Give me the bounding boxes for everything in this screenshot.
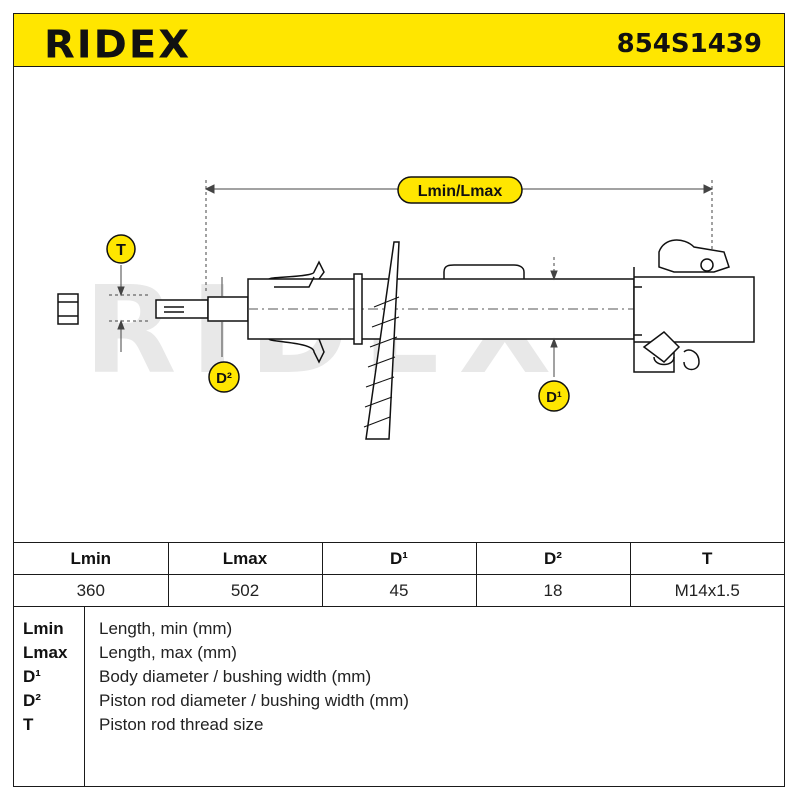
shock-body	[247, 239, 755, 440]
length-label-text: Lmin/Lmax	[418, 183, 503, 200]
legend-desc: Length, max (mm)	[99, 643, 237, 662]
legend-item: T Piston rod thread size	[14, 715, 784, 739]
header-d1: D¹	[321, 542, 477, 575]
part-number: 854S1439	[616, 29, 762, 59]
value-d1: 45	[321, 574, 477, 607]
rod-diameter-label: D²	[208, 361, 240, 393]
thread-dimension	[109, 265, 149, 352]
legend-divider	[84, 606, 85, 786]
body-diameter-dimension	[550, 257, 558, 377]
outer-frame	[13, 13, 785, 787]
spec-table-header: Lmin Lmax D¹ D² T	[14, 542, 784, 575]
shock-absorber-diagram: RIDEX Lmin/Lmax T	[57, 176, 755, 440]
body-diameter-label: D¹	[538, 380, 570, 412]
legend-desc: Length, min (mm)	[99, 619, 233, 638]
header-d2: D²	[475, 542, 631, 575]
legend-desc: Body diameter / bushing width (mm)	[99, 667, 372, 686]
brand-logo: RIDEX	[44, 23, 192, 67]
legend-key: Lmax	[23, 643, 68, 662]
header-t: T	[629, 542, 784, 575]
legend-item: D² Piston rod diameter / bushing width (…	[14, 691, 784, 715]
legend-key: D²	[23, 691, 41, 710]
thread-label: T	[106, 234, 136, 264]
value-d2: 18	[475, 574, 631, 607]
header-lmin: Lmin	[14, 542, 169, 575]
rod-diameter-label-text: D²	[216, 370, 232, 387]
thread-label-text: T	[116, 242, 126, 259]
nut-icon	[57, 293, 79, 325]
spec-table-values: 360 502 45 18 M14x1.5	[14, 574, 784, 607]
legend-key: T	[23, 715, 34, 734]
legend-desc: Piston rod thread size	[99, 715, 264, 734]
header-lmax: Lmax	[167, 542, 323, 575]
legend-desc: Piston rod diameter / bushing width (mm)	[99, 691, 409, 710]
legend-key: Lmin	[23, 619, 64, 638]
legend-item: Lmin Length, min (mm)	[14, 619, 784, 643]
value-lmax: 502	[167, 574, 323, 607]
spec-table: Lmin Lmax D¹ D² T 360 502 45 18 M14x1.5	[14, 542, 784, 607]
legend: Lmin Length, min (mm) Lmax Length, max (…	[14, 606, 784, 786]
value-t: M14x1.5	[629, 574, 784, 607]
length-label: Lmin/Lmax	[397, 176, 523, 204]
piston-rod	[155, 296, 249, 322]
header-bar: RIDEX 854S1439	[14, 14, 784, 67]
body-diameter-label-text: D¹	[546, 389, 562, 406]
legend-item: D¹ Body diameter / bushing width (mm)	[14, 667, 784, 691]
legend-key: D¹	[23, 667, 41, 686]
legend-item: Lmax Length, max (mm)	[14, 643, 784, 667]
value-lmin: 360	[14, 574, 169, 607]
